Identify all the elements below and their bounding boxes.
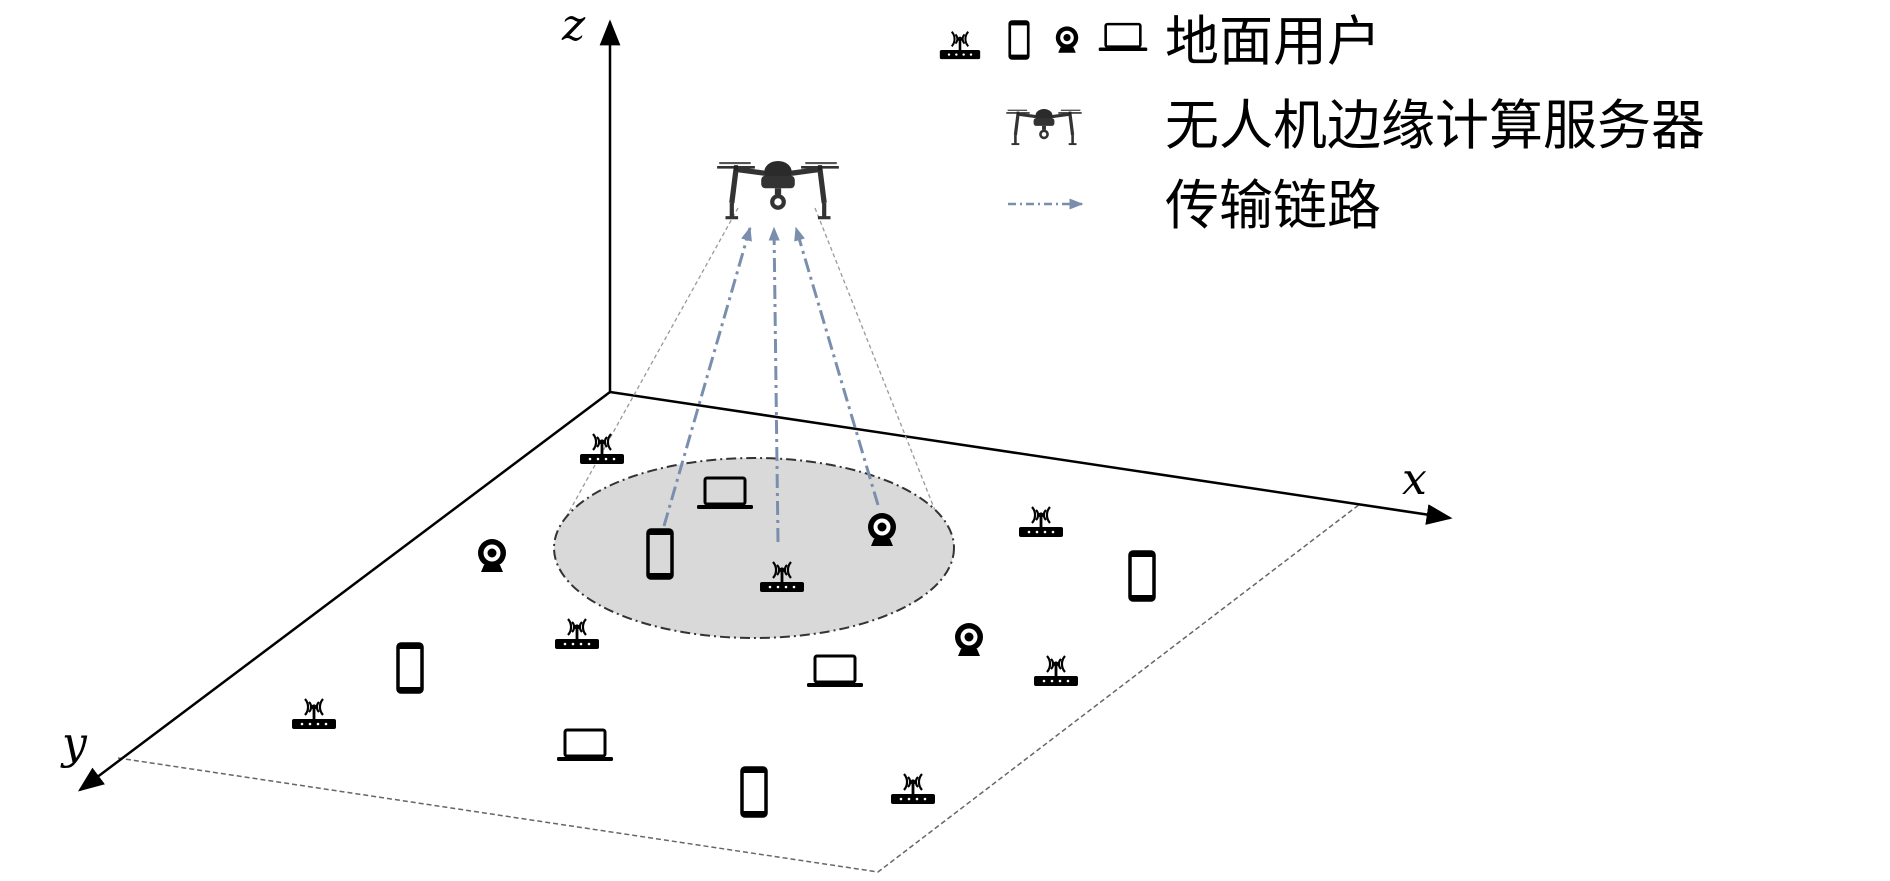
ground-plane	[117, 503, 1361, 873]
axes: z x y	[60, 0, 1453, 792]
legend-ground-users: 地面用户	[938, 10, 1381, 73]
drone-icon	[717, 161, 839, 218]
legend-transmission-link: 传输链路	[1008, 174, 1381, 237]
legend-ground-users-label: 地面用户	[1165, 10, 1381, 73]
router-icon	[938, 30, 982, 61]
router-icon	[1032, 654, 1080, 688]
x-axis-label: x	[1402, 454, 1427, 505]
coverage-area	[553, 457, 955, 639]
transmission-links	[662, 226, 880, 543]
z-axis-label: z	[561, 0, 586, 51]
router-icon	[290, 697, 338, 731]
webcam-icon	[955, 623, 983, 656]
laptop-icon	[805, 654, 865, 689]
laptop-icon	[1097, 22, 1149, 53]
drone-icon	[1005, 107, 1083, 146]
laptop-icon	[555, 728, 615, 763]
webcam-icon	[1055, 26, 1079, 53]
phone-icon	[1128, 550, 1156, 602]
y-axis-label: y	[60, 718, 88, 769]
y-axis	[77, 391, 611, 792]
legend: 地面用户 无人机边缘计算服务器 传输链路	[938, 10, 1705, 237]
legend-uav-server-label: 无人机边缘计算服务器	[1165, 94, 1705, 157]
legend-uav-server: 无人机边缘计算服务器	[1005, 94, 1705, 157]
phone-icon	[740, 766, 768, 818]
router-icon	[889, 772, 937, 806]
coverage-cone	[559, 207, 943, 529]
phone-icon	[396, 642, 424, 694]
phone-icon	[1008, 20, 1030, 60]
transmission-link	[662, 226, 752, 527]
router-icon	[578, 432, 626, 466]
router-icon	[553, 617, 601, 651]
transmission-link	[794, 226, 880, 506]
router-icon	[1017, 505, 1065, 539]
legend-transmission-link-label: 传输链路	[1165, 174, 1381, 237]
x-axis	[609, 390, 1453, 525]
webcam-icon	[478, 539, 506, 572]
